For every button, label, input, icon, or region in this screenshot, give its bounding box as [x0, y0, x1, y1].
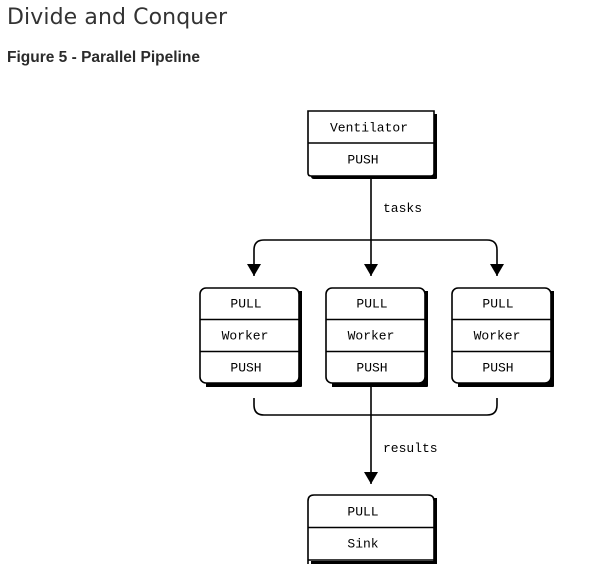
worker-socket-pull: PULL: [482, 297, 513, 312]
fan-out-connectors: [247, 176, 504, 276]
ventilator-socket-push: PUSH: [347, 153, 378, 168]
worker-socket-push: PUSH: [356, 361, 387, 376]
sink-socket-pull: PULL: [347, 505, 378, 520]
ventilator-node: Ventilator PUSH: [307, 110, 437, 179]
worker-node: PULL Worker PUSH: [325, 287, 428, 387]
worker-socket-pull: PULL: [356, 297, 387, 312]
worker-box: [325, 287, 426, 384]
worker-socket-pull: PULL: [230, 297, 261, 312]
fan-in-connectors: [253, 383, 498, 484]
worker-label: Worker: [348, 329, 395, 344]
worker-node: PULL Worker PUSH: [199, 287, 302, 387]
worker-label: Worker: [474, 329, 521, 344]
sink-shadow-bottom: [311, 561, 437, 564]
worker-socket-push: PUSH: [230, 361, 261, 376]
figure-caption: Figure 5 - Parallel Pipeline: [7, 49, 200, 66]
worker-node: PULL Worker PUSH: [451, 287, 554, 387]
edge-label-tasks: tasks: [383, 201, 422, 216]
fan-out-left-branch: [247, 239, 371, 276]
fan-out-right-branch: [371, 239, 504, 276]
ventilator-label: Ventilator: [330, 121, 408, 136]
worker-socket-push: PUSH: [482, 361, 513, 376]
page-clip-mask: [300, 564, 450, 586]
worker-box: [199, 287, 300, 384]
worker-box: [451, 287, 552, 384]
fan-in-bus: [253, 398, 498, 416]
page-title: Divide and Conquer: [7, 5, 228, 30]
sink-node: PULL Sink: [300, 494, 450, 586]
sink-label: Sink: [347, 537, 378, 552]
worker-label: Worker: [222, 329, 269, 344]
edge-label-results: results: [383, 441, 438, 456]
